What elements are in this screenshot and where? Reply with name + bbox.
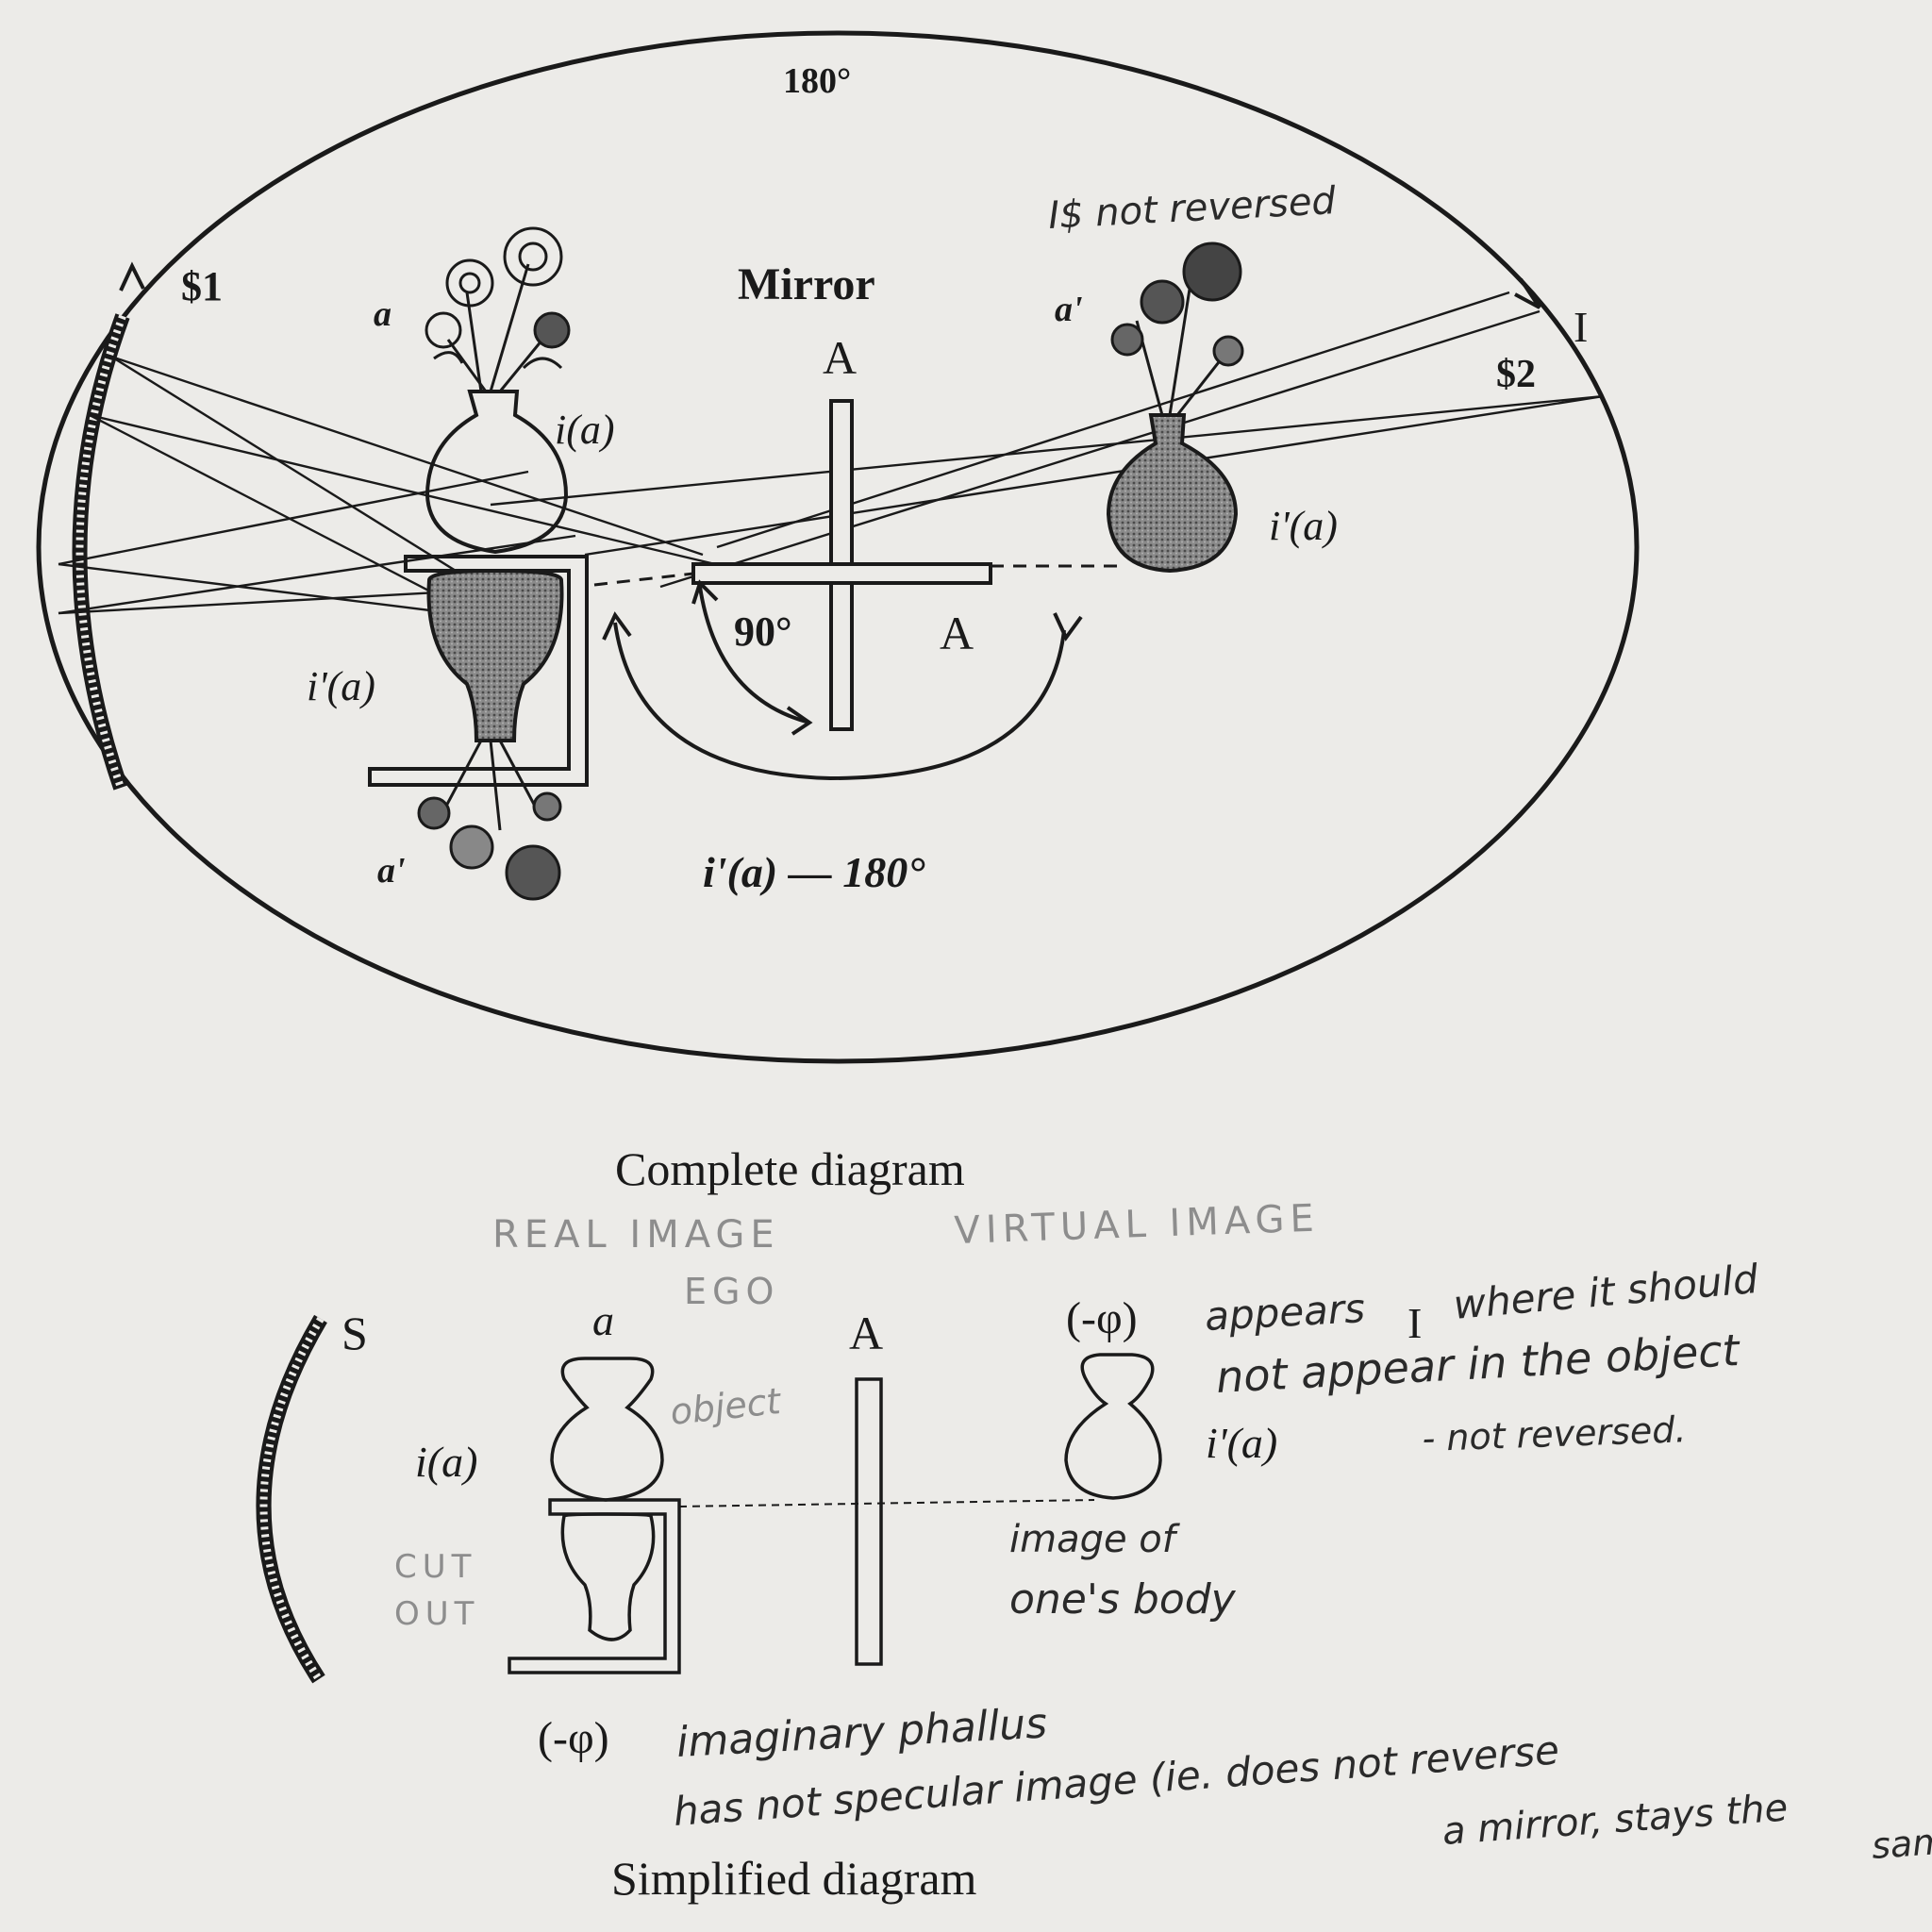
- label-I: I: [1574, 303, 1588, 351]
- inverted-vase-hidden: [426, 568, 564, 742]
- label-A-top: A: [823, 331, 857, 384]
- note-ego: EGO: [684, 1271, 779, 1312]
- label-mirror: Mirror: [738, 259, 875, 309]
- plane-mirror-rotated: [691, 562, 992, 585]
- note-real-image: REAL IMAGE: [492, 1213, 780, 1257]
- label-i-prime-a-left: i'(a): [307, 663, 375, 709]
- virtual-vase: [1106, 413, 1239, 574]
- axis-dashed-left: [593, 572, 694, 587]
- arc-180: [613, 622, 1066, 781]
- label-neg-phi-top: (-φ): [1066, 1293, 1138, 1343]
- label-i-a: i(a): [555, 407, 615, 453]
- note-virtual-image: VIRTUAL IMAGE: [954, 1197, 1321, 1253]
- label-a-simple: a: [592, 1296, 614, 1344]
- label-a: a: [374, 294, 391, 334]
- note-imaginary-1: imaginary phallus: [675, 1699, 1048, 1767]
- note-cut-2: OUT: [394, 1595, 479, 1633]
- concave-mirror: [72, 313, 130, 791]
- label-90: 90°: [734, 608, 792, 655]
- flower-bouquet-a: [425, 226, 571, 392]
- flower-bouquet-virtual: [1110, 242, 1244, 416]
- note-appears-3: not appear in the object: [1215, 1324, 1742, 1403]
- caption-simplified: Simplified diagram: [611, 1852, 977, 1905]
- outer-ellipse: [36, 30, 1640, 1064]
- arc-90: [698, 586, 810, 724]
- label-i-a-simple: i(a): [415, 1438, 477, 1486]
- label-A-right: A: [940, 607, 974, 659]
- label-a-prime-top: a': [1055, 290, 1083, 329]
- note-image-body-2: one's body: [1009, 1575, 1237, 1624]
- simple-plane-mirror: [855, 1377, 883, 1666]
- simple-axis-dashed: [678, 1499, 1095, 1507]
- ellipse-arrow-left: [119, 261, 145, 291]
- label-i-prime-a-simple: i'(a): [1206, 1419, 1277, 1467]
- real-vase-upright: [425, 390, 569, 555]
- label-A-simple: A: [849, 1307, 883, 1359]
- note-appears-2: where it should: [1452, 1256, 1760, 1328]
- note-image-body-1: image of: [1009, 1518, 1181, 1561]
- label-a-prime-bottom: a': [377, 851, 406, 891]
- label-180-top: 180°: [783, 61, 851, 101]
- note-object: object: [668, 1380, 784, 1433]
- simplified-diagram: REAL IMAGE VIRTUAL IMAGE EGO S a A (-φ) …: [256, 1197, 1932, 1905]
- flower-bouquet-hidden: [417, 740, 562, 901]
- label-s1: $1: [181, 263, 223, 309]
- label-I-simple: I: [1407, 1299, 1422, 1347]
- note-imaginary-3: a mirror, stays the: [1441, 1787, 1789, 1854]
- simple-vase-hidden: [560, 1512, 656, 1641]
- label-bottom-formula: i'(a) — 180°: [703, 848, 925, 896]
- note-imaginary-4: same: [1871, 1819, 1932, 1867]
- complete-diagram: 180° $1 a Mirror A i(a) a' I $2 i'(a) i'…: [36, 30, 1640, 1195]
- label-neg-phi-bottom: (-φ): [538, 1713, 609, 1763]
- label-i-prime-a-right: i'(a): [1269, 503, 1338, 549]
- ellipse-arrow-right: [1514, 277, 1541, 309]
- simple-vase-virtual: [1064, 1353, 1162, 1500]
- note-appears-4: - not reversed.: [1422, 1408, 1687, 1459]
- simple-vase-real: [550, 1357, 664, 1502]
- label-S: S: [341, 1307, 368, 1359]
- note-appears-1: appears: [1204, 1285, 1366, 1340]
- label-s2: $2: [1496, 353, 1536, 396]
- handwritten-not-reversed: I$ not reversed: [1047, 179, 1337, 238]
- note-cut-1: CUT: [394, 1548, 476, 1586]
- caption-complete: Complete diagram: [615, 1142, 965, 1195]
